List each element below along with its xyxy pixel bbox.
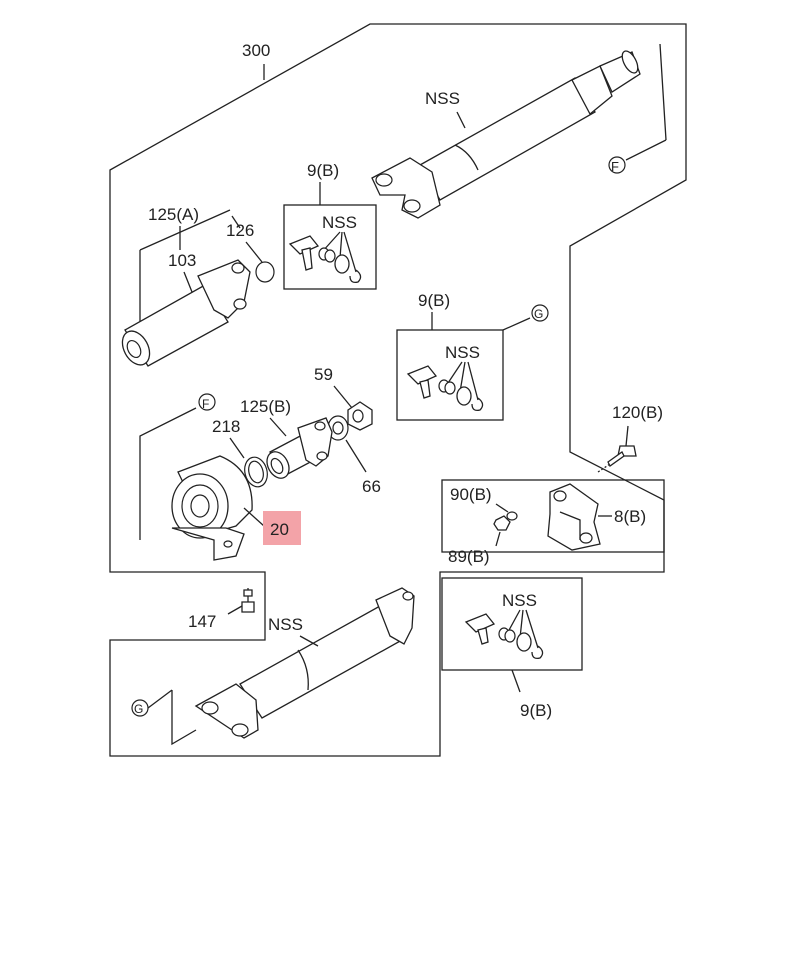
- kit-mid-label: 9(B): [418, 291, 450, 310]
- part-59-nut[interactable]: [347, 401, 373, 431]
- ref-f-top-label: F: [611, 159, 619, 174]
- part-66-label: 66: [362, 477, 381, 496]
- part-147-label: 147: [188, 612, 216, 631]
- part-125a-label: 125(A): [148, 205, 199, 224]
- part-126-label: 126: [226, 221, 254, 240]
- part-120b-bolt[interactable]: [607, 445, 637, 467]
- ref-f-top-marker: [608, 156, 626, 174]
- part-20-highlight: [263, 511, 301, 545]
- part-103-slip-yoke[interactable]: [117, 259, 251, 370]
- part-90b-washer[interactable]: [506, 511, 518, 521]
- part-125b-label: 125(B): [240, 397, 291, 416]
- part-147-bolt[interactable]: [241, 588, 255, 613]
- kit-top-nss-label: NSS: [322, 213, 357, 232]
- nss-top-label: NSS: [425, 89, 460, 108]
- top-propeller-shaft[interactable]: [371, 49, 641, 219]
- part-126-oring[interactable]: [255, 261, 275, 283]
- ref-g-mid-marker: [531, 304, 549, 322]
- universal-joint-kit-top: [288, 235, 362, 284]
- kit-mid-nss-label: NSS: [445, 343, 480, 362]
- part-66-washer[interactable]: [327, 415, 349, 441]
- bracket-box: [441, 479, 665, 553]
- ref-f-mid-marker: [198, 393, 216, 411]
- bottom-propeller-shaft[interactable]: [194, 587, 415, 739]
- part-8b-bracket[interactable]: [547, 483, 601, 551]
- kit-top-label: 9(B): [307, 161, 339, 180]
- part-90b-label: 90(B): [450, 485, 492, 504]
- part-103-label: 103: [168, 251, 196, 270]
- part-218-snap-ring[interactable]: [241, 455, 270, 490]
- universal-joint-kit-middle: [406, 365, 484, 412]
- nss-bottom-label: NSS: [268, 615, 303, 634]
- part-89b-label: 89(B): [448, 547, 490, 566]
- part-218-label: 218: [212, 417, 240, 436]
- assembly-outline: [109, 23, 687, 757]
- part-89b-nut[interactable]: [493, 515, 511, 531]
- part-59-label: 59: [314, 365, 333, 384]
- assembly-number-label: 300: [242, 41, 270, 60]
- part-20-label: 20: [270, 520, 289, 539]
- kit-bot-nss-label: NSS: [502, 591, 537, 610]
- part-120b-label: 120(B): [612, 403, 663, 422]
- ref-g-mid-label: G: [534, 307, 543, 321]
- part-8b-label: 8(B): [614, 507, 646, 526]
- ref-g-bot-label: G: [134, 702, 143, 716]
- part-125b-flange-yoke[interactable]: [263, 417, 333, 482]
- kit-box-top[interactable]: [283, 204, 377, 290]
- part-20-center-bearing[interactable]: [171, 455, 253, 561]
- universal-joint-kit-bottom: [464, 613, 544, 660]
- kit-box-middle[interactable]: [396, 329, 504, 421]
- ref-f-mid-label: F: [202, 397, 209, 411]
- kit-bot-label: 9(B): [520, 701, 552, 720]
